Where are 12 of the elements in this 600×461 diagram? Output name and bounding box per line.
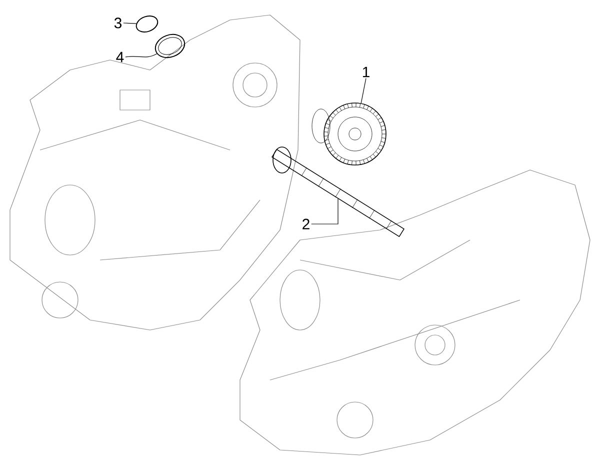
leader-line <box>123 22 137 24</box>
shaft-drawing <box>272 146 404 237</box>
leader-line <box>360 78 366 104</box>
leader-line <box>311 198 338 224</box>
callout-number: 4 <box>116 52 124 62</box>
callout-number: 1 <box>362 66 370 78</box>
leader-line <box>125 54 158 58</box>
callout-number: 3 <box>114 18 122 28</box>
ring-drawing <box>136 16 158 32</box>
ring-drawing <box>154 34 186 58</box>
gear-drawing <box>312 102 386 166</box>
callout-number: 2 <box>302 218 310 230</box>
